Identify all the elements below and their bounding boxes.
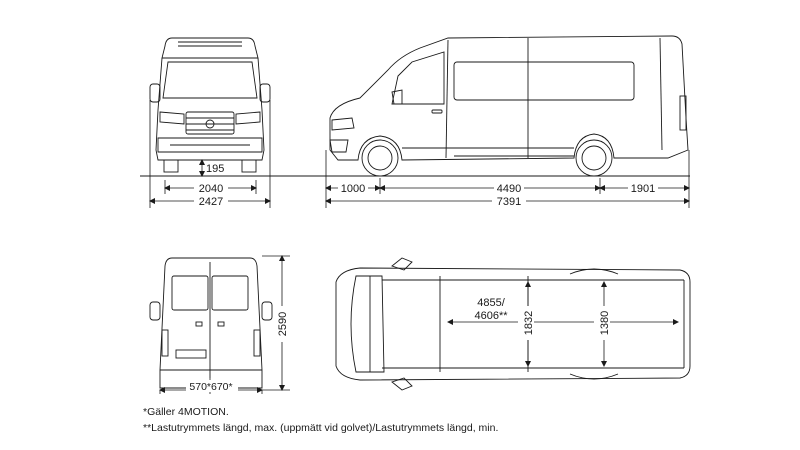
overall-height-label: 2590 <box>277 312 289 336</box>
front-overhang-label: 1000 <box>341 183 365 195</box>
overall-length-label: 7391 <box>497 196 521 208</box>
ground-clearance-label: 195 <box>206 163 224 175</box>
cargo-width-min-label: 1380 <box>599 311 611 335</box>
rear-dimensions <box>159 255 290 394</box>
side-view <box>329 35 689 177</box>
front-view <box>149 37 271 173</box>
footnote-cargo-length: **Lastutrymmets längd, max. (uppmätt vid… <box>143 422 499 434</box>
footnote-4motion: *Gäller 4MOTION. <box>143 406 229 418</box>
cargo-length-min-label: 4606** <box>474 310 508 322</box>
door-split-label: 570*670* <box>189 381 232 393</box>
cargo-length-max-label: 4855/ <box>477 297 505 309</box>
wheelbase-label: 4490 <box>497 183 521 195</box>
cargo-width-max-label: 1832 <box>523 311 535 335</box>
rear-overhang-label: 1901 <box>631 183 655 195</box>
rear-view <box>149 257 273 389</box>
top-dimensions <box>447 281 679 367</box>
overall-width-label: 2427 <box>199 196 223 208</box>
top-view <box>335 257 691 391</box>
track-width-label: 2040 <box>199 183 223 195</box>
